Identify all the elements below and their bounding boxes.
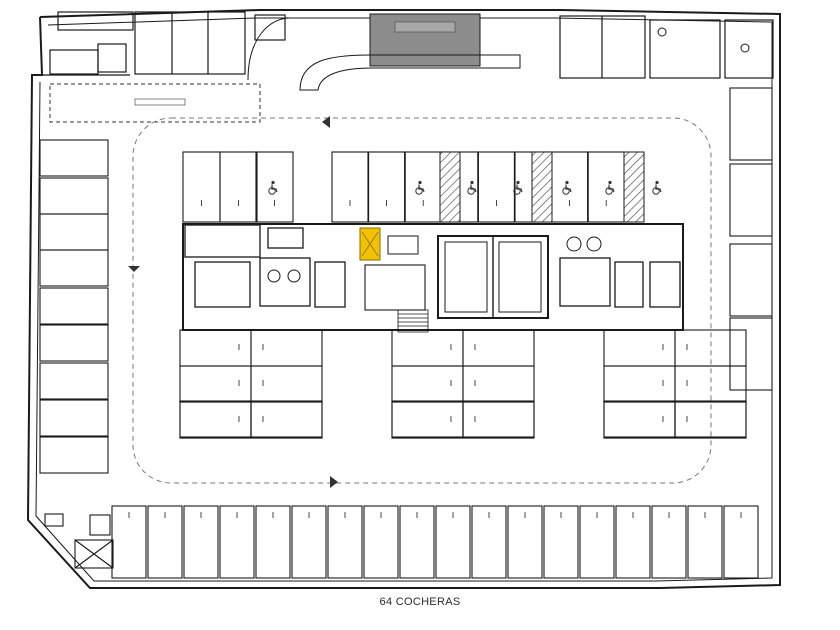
- parking-spot: [391, 401, 464, 439]
- parking-spot: [603, 401, 676, 439]
- parking-spot: [219, 151, 258, 223]
- parking-spot: [551, 151, 589, 223]
- parking-spot: [250, 365, 323, 403]
- right-parking-column: [729, 87, 773, 391]
- parking-spot: [462, 400, 535, 438]
- parking-spot: [687, 505, 723, 579]
- parking-spot: [543, 505, 579, 579]
- parking-spot: [391, 329, 464, 367]
- parking-spot: [579, 505, 615, 579]
- building-outline: [26, 9, 781, 589]
- parking-spot: [39, 362, 109, 400]
- top-right-rooms: [559, 15, 774, 79]
- parking-spot: [462, 365, 535, 403]
- stair-icon: [364, 264, 429, 333]
- parking-spot: [507, 505, 543, 579]
- parking-spot: [404, 151, 442, 223]
- parking-spot: [477, 151, 515, 223]
- core-bottom-parking: [179, 329, 747, 439]
- parking-spot: [729, 243, 773, 317]
- parking-spot: [250, 400, 323, 438]
- parking-spot: [179, 329, 252, 367]
- parking-spot: [39, 399, 109, 437]
- parking-spot: [111, 505, 147, 579]
- parking-spot: [147, 505, 183, 579]
- parking-spot: [651, 505, 687, 579]
- parking-spot: [363, 505, 399, 579]
- elevator-icon: [359, 227, 549, 319]
- parking-spot: [471, 505, 507, 579]
- core-service-block: [182, 223, 684, 331]
- parking-spot: [729, 163, 773, 237]
- parking-spot: [39, 177, 109, 215]
- core-top-parking: [182, 151, 625, 223]
- parking-spot: [255, 151, 294, 223]
- parking-spot: [723, 505, 759, 579]
- parking-spot: [291, 505, 327, 579]
- parking-spot: [39, 287, 109, 325]
- parking-count-caption: 64 COCHERAS: [379, 596, 461, 608]
- parking-spot: [255, 505, 291, 579]
- parking-spot: [435, 505, 471, 579]
- parking-spot: [39, 139, 109, 177]
- parking-spot: [327, 505, 363, 579]
- parking-spot: [250, 329, 323, 367]
- parking-spot: [729, 317, 773, 391]
- parking-spot: [179, 401, 252, 439]
- parking-spot: [39, 213, 109, 251]
- parking-spot: [219, 505, 255, 579]
- parking-spot: [39, 324, 109, 362]
- parking-spot: [603, 329, 676, 367]
- accessible-parking-icon: [268, 180, 662, 195]
- top-left-service-rooms: [49, 11, 286, 75]
- bottom-left-stair: [44, 513, 114, 569]
- parking-spot: [615, 505, 651, 579]
- entrance-ramp: [247, 13, 521, 91]
- bottom-parking-row: [111, 505, 759, 579]
- parking-spot: [179, 365, 252, 403]
- parking-spot: [331, 151, 369, 223]
- parking-spot: [587, 151, 625, 223]
- hatched-strips: [439, 151, 645, 223]
- access-zone: [49, 83, 261, 123]
- parking-spot: [729, 87, 773, 161]
- parking-spot: [39, 436, 109, 474]
- parking-spot: [182, 151, 221, 223]
- parking-spot: [603, 400, 676, 438]
- parking-spot: [674, 400, 747, 438]
- parking-spot: [368, 151, 406, 223]
- parking-spot: [462, 401, 535, 439]
- parking-spot: [391, 365, 464, 403]
- left-parking-column: [39, 139, 109, 474]
- parking-spot: [183, 505, 219, 579]
- parking-spot: [391, 400, 464, 438]
- parking-spot: [462, 329, 535, 367]
- parking-spot: [179, 400, 252, 438]
- parking-spot: [250, 401, 323, 439]
- circulation-loop: [132, 117, 712, 484]
- parking-spot: [603, 365, 676, 403]
- direction-arrow-icon: [128, 116, 338, 488]
- parking-spot: [399, 505, 435, 579]
- parking-spot: [39, 249, 109, 287]
